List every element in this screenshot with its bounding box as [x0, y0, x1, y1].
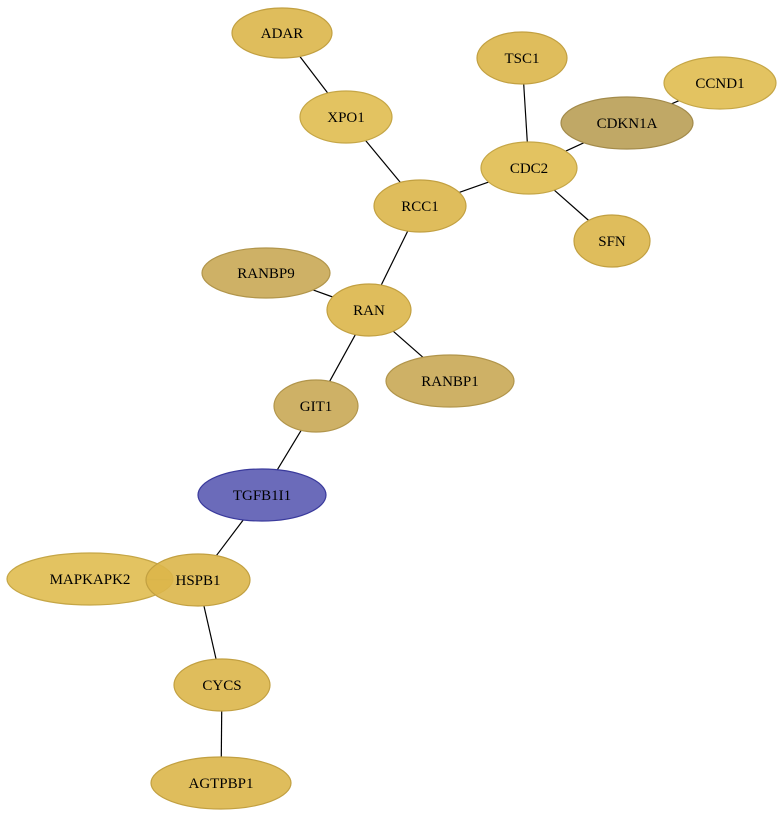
edge-tgfb1i1-hspb1: [215, 519, 244, 557]
edge-ran-git1: [329, 334, 356, 382]
node-label-tgfb1i1: TGFB1I1: [233, 488, 291, 504]
node-shape-ran: [326, 283, 412, 337]
edge-git1-tgfb1i1: [276, 429, 302, 471]
edge-xpo1-rcc1: [365, 140, 401, 183]
node-shape-agtpbp1: [150, 756, 292, 810]
node-ran[interactable]: RAN: [326, 283, 412, 337]
node-label-sfn: SFN: [598, 234, 626, 250]
node-cdc2[interactable]: CDC2: [480, 141, 578, 195]
node-label-hspb1: HSPB1: [175, 573, 220, 589]
node-shape-xpo1: [299, 90, 393, 144]
node-xpo1[interactable]: XPO1: [299, 90, 393, 144]
node-label-cdkn1a: CDKN1A: [597, 116, 658, 132]
node-shape-ccnd1: [663, 56, 777, 110]
node-shape-adar: [231, 7, 333, 59]
node-tsc1[interactable]: TSC1: [476, 31, 568, 85]
node-shape-cdkn1a: [560, 96, 694, 150]
edge-hspb1-cycs: [203, 605, 217, 660]
node-agtpbp1[interactable]: AGTPBP1: [150, 756, 292, 810]
node-git1[interactable]: GIT1: [273, 379, 359, 433]
node-label-ccnd1: CCND1: [695, 76, 744, 92]
edge-adar-xpo1: [299, 56, 329, 94]
edge-rcc1-ran: [380, 230, 409, 286]
edge-layer: [145, 56, 680, 758]
node-label-ranbp9: RANBP9: [237, 266, 295, 282]
node-shape-cycs: [173, 658, 271, 712]
node-cdkn1a[interactable]: CDKN1A: [560, 96, 694, 150]
node-shape-git1: [273, 379, 359, 433]
node-sfn[interactable]: SFN: [573, 214, 651, 268]
node-shape-rcc1: [373, 179, 467, 233]
node-shape-ranbp9: [201, 247, 331, 299]
node-shape-cdc2: [480, 141, 578, 195]
edge-ranbp9-ran: [312, 289, 333, 298]
node-tgfb1i1[interactable]: TGFB1I1: [197, 468, 327, 522]
edge-cdkn1a-cdc2: [565, 142, 585, 152]
node-label-cdc2: CDC2: [510, 161, 548, 177]
node-ranbp9[interactable]: RANBP9: [201, 247, 331, 299]
node-ranbp1[interactable]: RANBP1: [385, 354, 515, 408]
node-hspb1[interactable]: HSPB1: [145, 553, 251, 607]
node-mapkapk2[interactable]: MAPKAPK2: [6, 552, 174, 606]
edge-cdc2-sfn: [553, 189, 590, 221]
node-shape-hspb1: [145, 553, 251, 607]
node-shape-tsc1: [476, 31, 568, 85]
node-label-cycs: CYCS: [202, 678, 241, 694]
node-cycs[interactable]: CYCS: [173, 658, 271, 712]
edge-cdc2-rcc1: [459, 181, 489, 193]
edge-ccnd1-cdkn1a: [671, 100, 680, 105]
node-label-ran: RAN: [353, 303, 385, 319]
node-label-adar: ADAR: [261, 26, 304, 42]
node-rcc1[interactable]: RCC1: [373, 179, 467, 233]
node-label-mapkapk2: MAPKAPK2: [50, 572, 131, 588]
node-label-tsc1: TSC1: [504, 51, 539, 67]
node-label-git1: GIT1: [300, 399, 333, 415]
node-label-ranbp1: RANBP1: [421, 374, 479, 390]
node-adar[interactable]: ADAR: [231, 7, 333, 59]
node-shape-sfn: [573, 214, 651, 268]
node-label-rcc1: RCC1: [401, 199, 439, 215]
edge-ran-ranbp1: [392, 330, 424, 358]
node-label-xpo1: XPO1: [327, 110, 365, 126]
node-ccnd1[interactable]: CCND1: [663, 56, 777, 110]
node-label-agtpbp1: AGTPBP1: [188, 776, 253, 792]
node-shape-tgfb1i1: [197, 468, 327, 522]
edge-tsc1-cdc2: [523, 83, 528, 143]
node-shape-ranbp1: [385, 354, 515, 408]
